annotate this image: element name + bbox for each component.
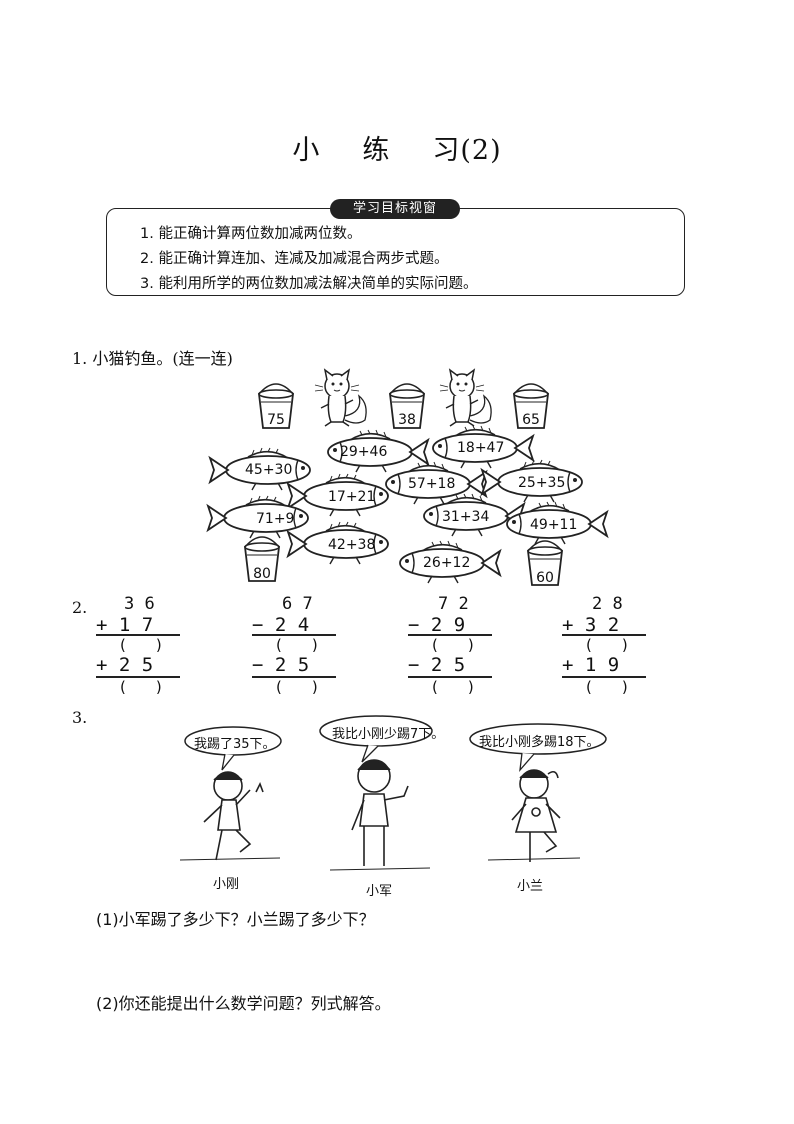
bucket-value: 65 xyxy=(522,412,540,428)
fish-expression: 45+30 xyxy=(245,462,293,478)
question-3-sub-1: (1)小军踢了多少下？小兰踢了多少下？ xyxy=(96,910,375,929)
fish-expression: 42+38 xyxy=(328,537,376,553)
boy-xiaogang-figure xyxy=(203,771,264,861)
bucket-value: 80 xyxy=(253,566,271,582)
question-3-sub-2: (2)你还能提出什么数学问题？列式解答。 xyxy=(96,994,391,1013)
fish-expression: 25+35 xyxy=(518,475,566,491)
question-3-label: 3. xyxy=(72,708,88,727)
fish-expression: 71+9 xyxy=(256,511,295,527)
learning-goals-tag: 学习目标视窗 xyxy=(330,199,460,219)
page-title: 小练习(2) xyxy=(292,135,502,166)
question-1-label: 1. 小猫钓鱼。(连一连) xyxy=(72,349,233,368)
fish-expression: 17+21 xyxy=(328,489,376,505)
bucket-value: 60 xyxy=(536,570,554,586)
fish-expression: 49+11 xyxy=(530,517,578,533)
fish-expression: 18+47 xyxy=(457,440,505,456)
vertical-calc-3: 7 2 − 2 9 ( ) − 2 5 ( ) xyxy=(408,594,492,698)
vertical-calc-2: 6 7 − 2 4 ( ) − 2 5 ( ) xyxy=(252,594,336,698)
fish-expression: 26+12 xyxy=(423,555,471,571)
bucket-value: 38 xyxy=(398,412,416,428)
boy-xiaojun-figure xyxy=(351,759,409,866)
bucket-value: 75 xyxy=(267,412,285,428)
vertical-calc-1: 3 6 + 1 7 ( ) + 2 5 ( ) xyxy=(96,594,180,698)
bubble-text-xiaolan: 我比小刚多踢18下。 xyxy=(479,735,600,750)
speech-bubble xyxy=(469,723,607,755)
name-xiaogang: 小刚 xyxy=(213,877,240,892)
bubble-text-xiaogang: 我踢了35下。 xyxy=(194,737,276,752)
name-xiaojun: 小军 xyxy=(366,884,393,899)
question-2-label: 2. xyxy=(72,598,88,617)
girl-xiaolan-figure xyxy=(511,769,561,862)
fish-expression: 31+34 xyxy=(442,509,490,525)
goal-item-2: 2. 能正确计算连加、连减及加减混合两步式题。 xyxy=(140,251,449,267)
fish-expression: 29+46 xyxy=(340,444,388,460)
goal-item-1: 1. 能正确计算两位数加减两位数。 xyxy=(140,226,362,242)
goal-item-3: 3. 能利用所学的两位数加减法解决简单的实际问题。 xyxy=(140,276,478,292)
fish-expression: 57+18 xyxy=(408,476,456,492)
name-xiaolan: 小兰 xyxy=(517,879,544,894)
bubble-text-xiaojun: 我比小刚少踢7下。 xyxy=(332,727,445,742)
vertical-calc-4: 2 8 + 3 2 ( ) + 1 9 ( ) xyxy=(562,594,646,698)
